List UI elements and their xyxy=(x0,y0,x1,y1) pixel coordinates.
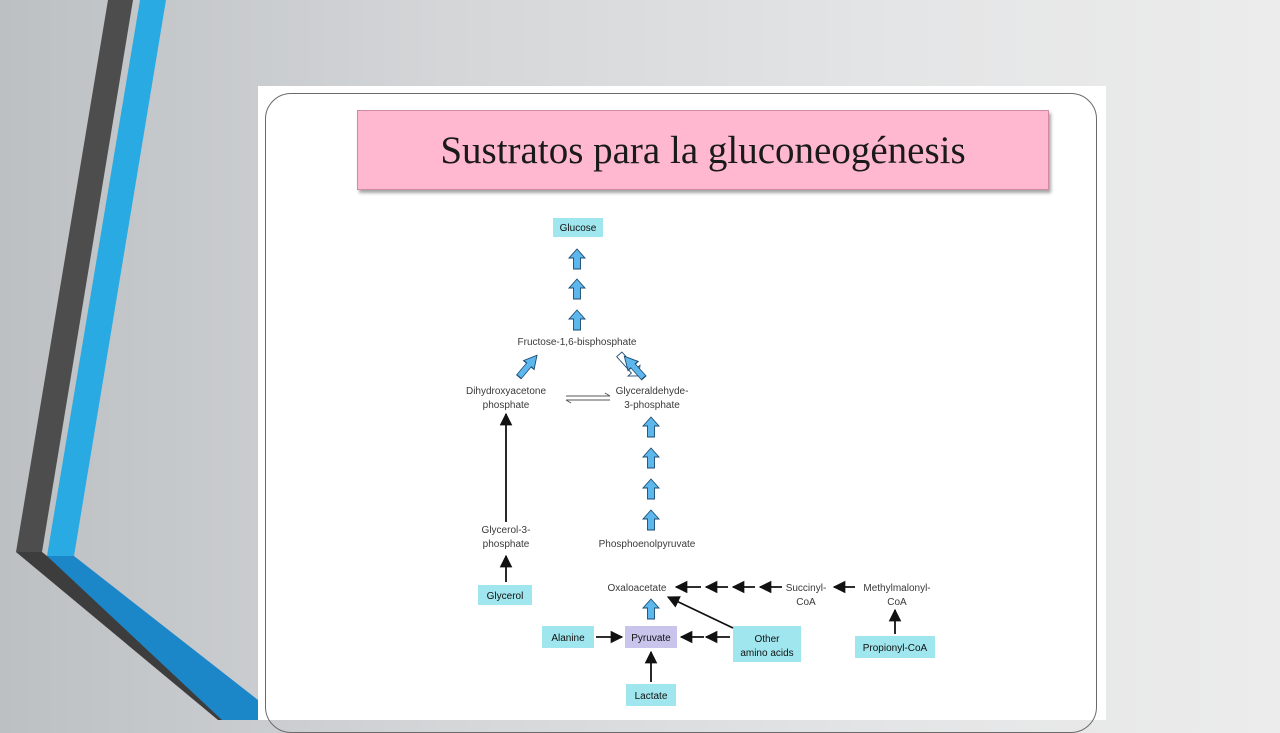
propionyl-coa-box xyxy=(855,636,935,658)
node-g3p-line2: 3-phosphate xyxy=(624,400,680,411)
content-frame: Sustratos para la gluconeogénesis xyxy=(258,86,1106,733)
alanine-box xyxy=(542,626,594,648)
node-g3p-line1: Glyceraldehyde- xyxy=(616,386,689,397)
block-arrow-8 xyxy=(642,598,660,620)
node-oxaloacetate: Oxaloacetate xyxy=(608,583,667,594)
block-arrow-4 xyxy=(642,416,660,438)
node-glycerol: Glycerol xyxy=(487,591,524,602)
thin-arrows xyxy=(499,412,902,682)
dark-stripe-top xyxy=(16,0,133,552)
blue-stripe-bottom xyxy=(47,556,258,720)
node-dhap-line2: phosphate xyxy=(483,400,530,411)
block-arrow-3 xyxy=(568,309,586,331)
node-propionyl-coa: Propionyl-CoA xyxy=(863,643,928,654)
glycerol-box xyxy=(478,585,532,605)
node-phosphoenolpyruvate: Phosphoenolpyruvate xyxy=(599,539,696,550)
blue-stripe-top xyxy=(47,0,166,556)
node-fructose-bisphosphate: Fructose-1,6-bisphosphate xyxy=(518,337,637,348)
block-arrow-dhap xyxy=(513,350,543,382)
node-methylmalonyl-coa-line2: CoA xyxy=(887,597,907,608)
node-glycerol3p-line2: phosphate xyxy=(483,539,530,550)
node-pyruvate: Pyruvate xyxy=(631,633,671,644)
node-glucose: Glucose xyxy=(560,223,597,234)
arrow-other-aa-to-oxaloacetate xyxy=(666,596,734,629)
lactate-box xyxy=(626,684,676,706)
node-glycerol3p-line1: Glycerol-3- xyxy=(482,525,531,536)
node-lactate: Lactate xyxy=(635,691,668,702)
node-methylmalonyl-coa-line1: Methylmalonyl- xyxy=(863,583,930,594)
slide-title: Sustratos para la gluconeogénesis xyxy=(440,128,966,172)
block-arrow-7 xyxy=(642,509,660,531)
node-succinyl-coa-line1: Succinyl- xyxy=(786,583,827,594)
node-dhap-line1: Dihydroxyacetone xyxy=(466,386,546,397)
block-arrow-1 xyxy=(568,248,586,270)
glucose-box xyxy=(553,218,603,237)
node-other-amino-acids-line2: amino acids xyxy=(740,648,793,659)
node-other-amino-acids-line1: Other xyxy=(754,634,780,645)
node-succinyl-coa-line2: CoA xyxy=(796,597,816,608)
block-arrow-2 xyxy=(568,278,586,300)
block-arrow-6 xyxy=(642,478,660,500)
node-alanine: Alanine xyxy=(551,633,585,644)
other-amino-acids-box xyxy=(733,626,801,662)
title-banner: Sustratos para la gluconeogénesis xyxy=(357,110,1049,190)
pyruvate-box xyxy=(625,626,677,648)
equilibrium-arrows xyxy=(565,392,611,404)
block-arrow-5 xyxy=(642,447,660,469)
